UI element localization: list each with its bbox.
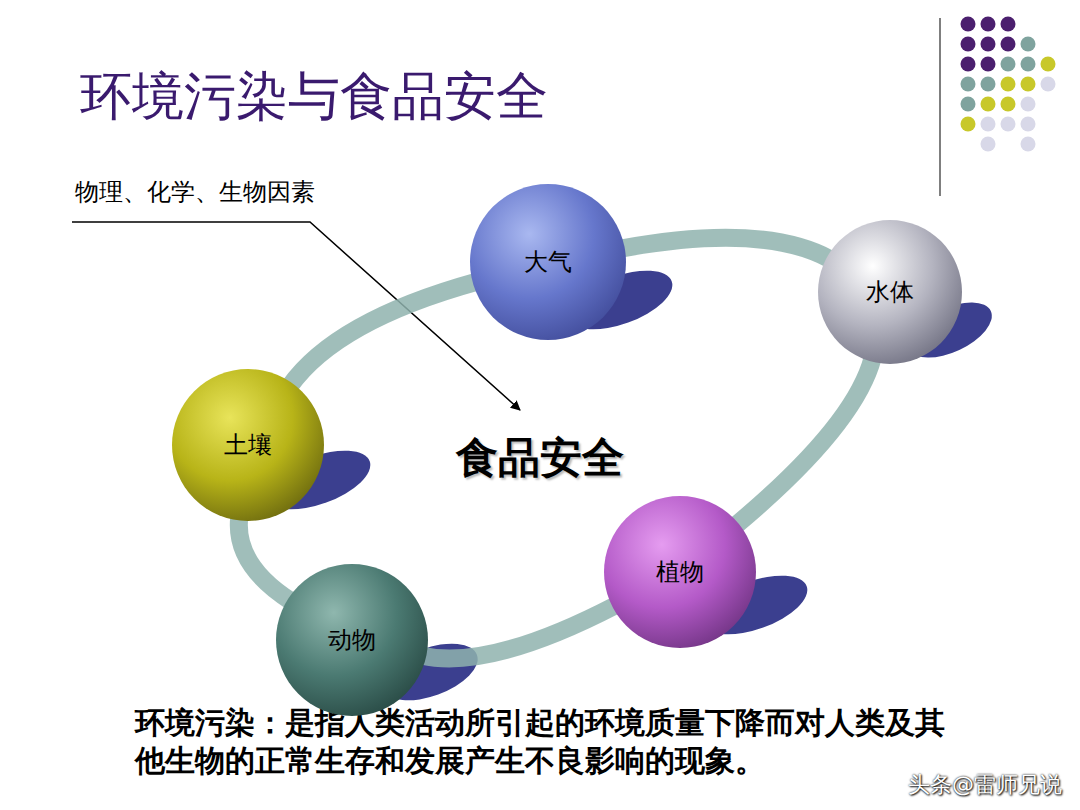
sphere-node: 动物	[276, 564, 428, 716]
dot	[1001, 97, 1016, 112]
dot	[1001, 17, 1016, 32]
dot	[961, 17, 976, 32]
dot	[1021, 57, 1036, 72]
sphere-node: 水体	[818, 220, 962, 364]
dot	[1001, 57, 1016, 72]
ring-band	[422, 605, 616, 658]
node-text: 水体	[866, 276, 914, 308]
title: 环境污染与食品安全	[80, 62, 548, 132]
dot	[1041, 77, 1056, 92]
dot-grid	[961, 17, 1056, 152]
sphere-node: 土壤	[172, 369, 324, 521]
watermark: 头条@雷师兄说	[908, 770, 1062, 800]
dot	[981, 57, 996, 72]
ring-band	[735, 358, 872, 526]
dot	[961, 57, 976, 72]
node-text: 土壤	[224, 429, 272, 461]
node-text: 动物	[328, 624, 376, 656]
dot	[1021, 37, 1036, 52]
dot	[981, 17, 996, 32]
dot	[1001, 37, 1016, 52]
dot	[981, 37, 996, 52]
dot	[981, 117, 996, 132]
dot	[1021, 137, 1036, 152]
dot	[1021, 77, 1036, 92]
divider-line	[939, 18, 941, 196]
caption: 环境污染：是指人类活动所引起的环境质量下降而对人类及其他生物的正常生存和发展产生…	[135, 704, 965, 780]
factor-label: 物理、化学、生物因素	[75, 176, 315, 208]
dot	[981, 137, 996, 152]
dot	[1041, 57, 1056, 72]
dot	[961, 97, 976, 112]
dot	[981, 97, 996, 112]
ring-band	[621, 238, 831, 260]
dot	[961, 77, 976, 92]
leader-line	[72, 222, 520, 410]
dot	[1021, 117, 1036, 132]
ring-band	[239, 516, 291, 601]
center-label: 食品安全	[456, 430, 624, 486]
dot	[981, 77, 996, 92]
sphere-node: 大气	[470, 184, 626, 340]
dot	[1021, 97, 1036, 112]
sphere-node: 植物	[604, 496, 756, 648]
node-text: 大气	[524, 246, 572, 278]
ring-band	[290, 282, 477, 387]
dot	[1001, 77, 1016, 92]
dot	[961, 117, 976, 132]
dot	[1001, 117, 1016, 132]
dot	[961, 37, 976, 52]
node-text: 植物	[656, 556, 704, 588]
